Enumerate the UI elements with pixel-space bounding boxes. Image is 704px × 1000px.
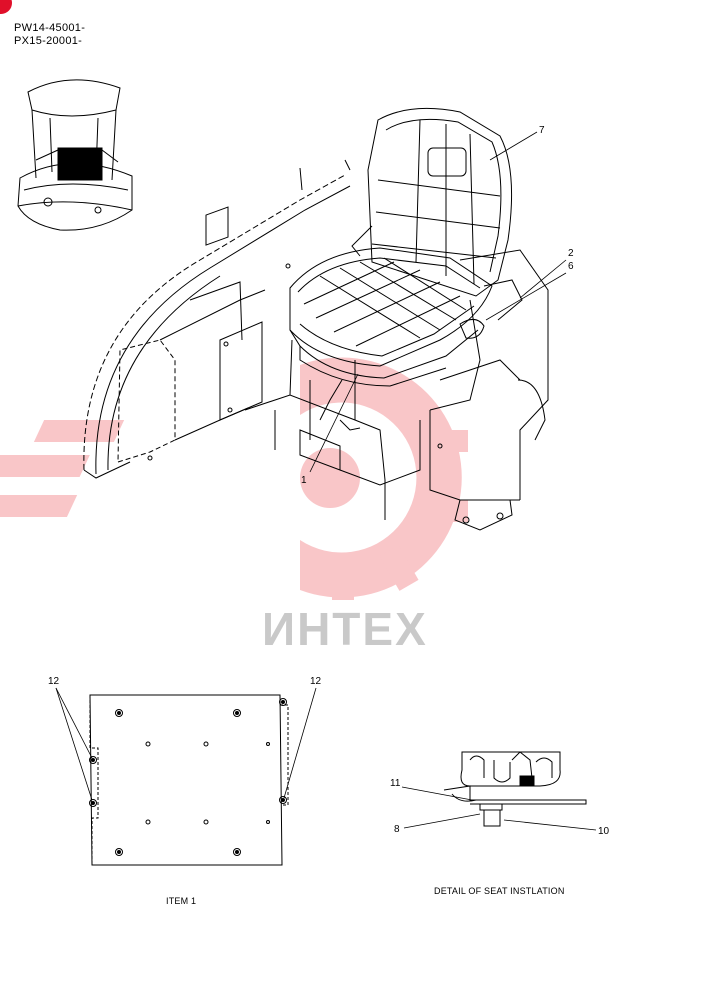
callout-8: 8: [394, 824, 400, 835]
seat-assembly: [289, 107, 523, 421]
callout-12-right: 12: [310, 676, 322, 687]
serial-line-1: PW14-45001-: [14, 22, 86, 34]
watermark-text: ИНТЕХ: [262, 603, 428, 655]
detail-caption: DETAIL OF SEAT INSTLATION: [434, 886, 565, 896]
serial-line-2: PX15-20001-: [14, 35, 83, 47]
detail-leaders: [401, 786, 597, 831]
corner-badge-icon: [0, 0, 12, 14]
callout-1: 1: [301, 475, 307, 486]
callout-10: 10: [598, 826, 610, 837]
item1-caption: ITEM 1: [166, 896, 197, 906]
machine-overview-figure: [17, 79, 133, 231]
callout-7: 7: [539, 125, 545, 136]
callout-6: 6: [568, 261, 574, 272]
cab-floor-frame: [83, 159, 549, 531]
callout-12-left: 12: [48, 676, 60, 687]
main-leaders: [309, 131, 567, 473]
serial-range: PW14-45001- PX15-20001-: [14, 22, 85, 48]
detail-seat-install: [443, 751, 587, 827]
item1-leaders: [55, 687, 317, 801]
item1-plate: [89, 694, 289, 866]
callout-2: 2: [568, 248, 574, 259]
callout-11: 11: [390, 778, 401, 789]
